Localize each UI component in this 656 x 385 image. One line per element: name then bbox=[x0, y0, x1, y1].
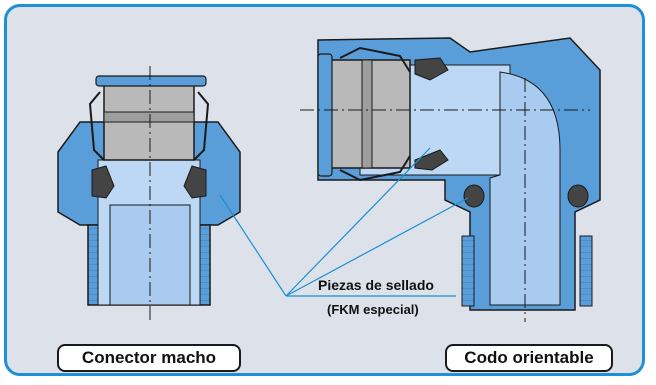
seal-leader-lines bbox=[219, 147, 469, 297]
elbow-curved-bore bbox=[489, 71, 561, 306]
elbow-seal-bottom bbox=[414, 149, 449, 171]
elbow-seal-top bbox=[414, 57, 449, 81]
elbow-thread bbox=[461, 235, 475, 307]
elbow-collet-bottom bbox=[339, 155, 411, 182]
elbow-collet-top bbox=[339, 46, 411, 73]
male-connector-seal-left bbox=[91, 165, 115, 199]
male-connector-caption: Conector macho bbox=[57, 344, 241, 372]
elbow-oring-right bbox=[567, 184, 589, 208]
elbow-oring-left bbox=[463, 184, 485, 208]
male-connector-seal-right bbox=[183, 165, 207, 199]
male-connector-collet-right bbox=[193, 91, 210, 161]
male-connector-collet-left bbox=[88, 91, 105, 161]
seal-material-label: (FKM especial) bbox=[327, 302, 419, 317]
elbow-fitting-drawing bbox=[300, 37, 601, 322]
seal-parts-label: Piezas de sellado bbox=[318, 277, 434, 293]
male-connector-drawing bbox=[57, 66, 241, 322]
swivel-elbow-caption: Codo orientable bbox=[445, 344, 613, 372]
